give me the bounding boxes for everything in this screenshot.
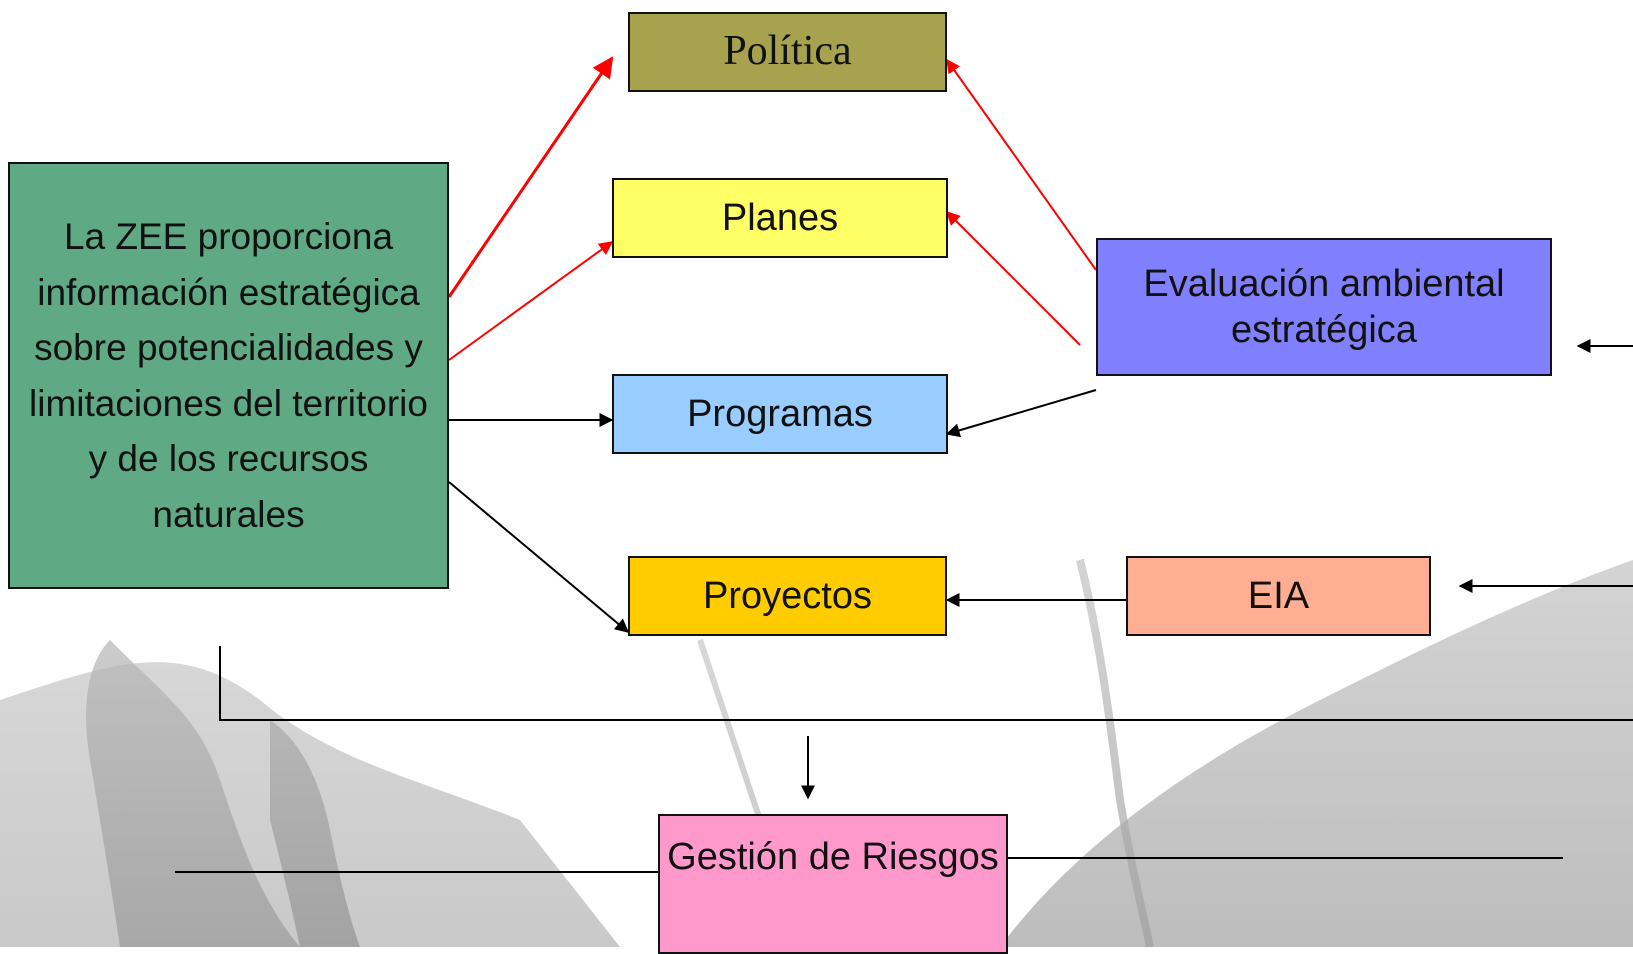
planes-label: Planes xyxy=(721,196,839,239)
arrow-zee-to-politica xyxy=(447,56,614,298)
zee-box: La ZEE proporciona información estratégi… xyxy=(8,162,449,589)
arrow-zee-to-proyectos xyxy=(448,481,630,633)
politica-box: Política xyxy=(628,12,947,92)
eia-box: EIA xyxy=(1126,556,1431,636)
arrow-eae-to-politica xyxy=(946,58,1097,271)
riesgos-box: Gestión de Riesgos xyxy=(658,814,1008,954)
zee-label: La ZEE proporciona información estratégi… xyxy=(29,216,428,535)
programas-box: Programas xyxy=(612,374,948,454)
politica-label: Política xyxy=(723,28,852,75)
eae-box: Evaluación ambiental estratégica xyxy=(1096,238,1552,376)
planes-box: Planes xyxy=(612,178,948,258)
proyectos-label: Proyectos xyxy=(703,574,872,617)
riesgos-label: Gestión de Riesgos xyxy=(667,836,999,878)
arrow-eae-to-programas xyxy=(945,389,1097,438)
programas-label: Programas xyxy=(687,392,873,435)
bracket-line xyxy=(219,646,1633,721)
eia-label: EIA xyxy=(1247,574,1310,617)
arrow-zee-to-planes xyxy=(448,241,614,361)
eae-label: Evaluación ambiental estratégica xyxy=(1143,262,1505,351)
arrow-eae-to-planes xyxy=(946,211,1081,346)
proyectos-box: Proyectos xyxy=(628,556,947,636)
